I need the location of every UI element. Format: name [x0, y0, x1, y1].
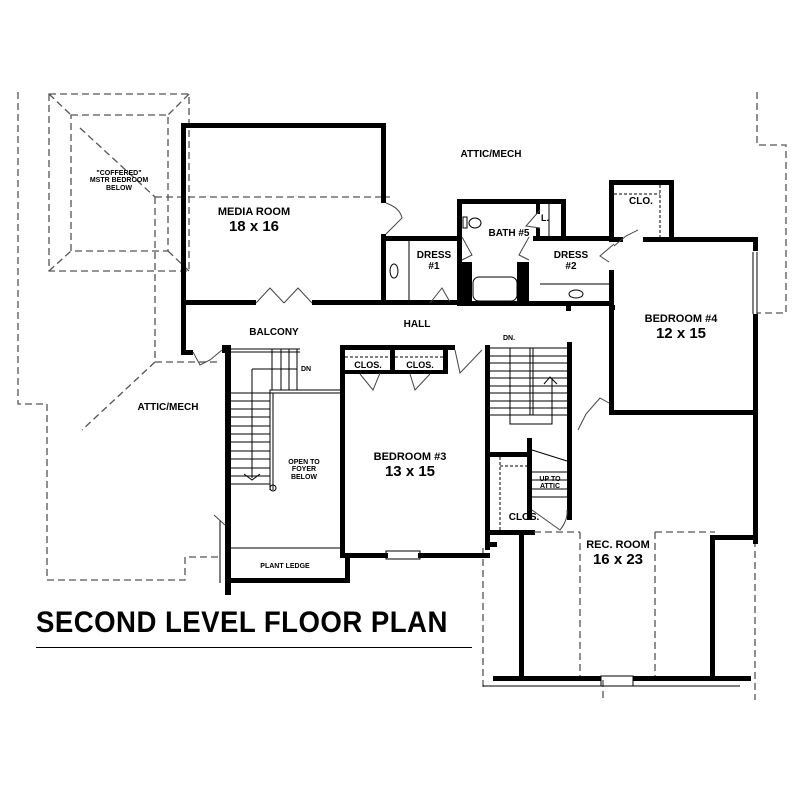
dress1-line2: #1: [428, 260, 440, 272]
up-to-attic-line1: UP TO: [539, 476, 561, 483]
media-room-dims: 18 x 16: [228, 217, 280, 235]
bedroom4-name: BEDROOM #4: [644, 313, 718, 325]
attic-boundary-outline: [17, 92, 787, 700]
bath-walls: [389, 199, 613, 311]
closet-bedroom4-label: CLO.: [629, 196, 653, 207]
hall-label: HALL: [403, 319, 431, 330]
up-to-attic-label: UP TO ATTIC: [539, 476, 560, 491]
closet-c-label: CLOS.: [508, 512, 540, 523]
bath5-label: BATH #5: [488, 228, 530, 239]
rec-room-walls: [483, 531, 758, 687]
stair-down-left-label: DN: [300, 366, 312, 373]
dress1-line1: DRESS: [416, 250, 452, 261]
bedroom3-walls: [340, 345, 497, 560]
linen-label: L.: [541, 213, 549, 223]
up-to-attic-line2: ATTIC: [539, 483, 561, 491]
dress2-line2: #2: [565, 260, 577, 272]
left-stair-walls: [219, 345, 350, 595]
bedroom3-label: BEDROOM #3 13 x 15: [373, 451, 447, 480]
stair-down-right-label: DN.: [502, 335, 516, 342]
attic-mech-top-label: ATTIC/MECH: [460, 149, 522, 160]
dress2-line1: DRESS: [553, 250, 589, 261]
plant-ledge-label: PLANT LEDGE: [260, 563, 310, 570]
door-swings: [192, 202, 639, 531]
dress2-label: DRESS #2: [553, 250, 589, 272]
rec-room-dims: 16 x 23: [592, 550, 644, 568]
coffered-line3: BELOW: [105, 184, 133, 192]
dress1-label: DRESS #1: [416, 250, 452, 272]
coffered-line1: "COFFERED": [96, 170, 142, 177]
open-to-foyer-line3: BELOW: [290, 473, 318, 481]
right-stair-walls: [490, 342, 572, 535]
media-room-label: MEDIA ROOM 18 x 16: [217, 206, 291, 235]
media-room-name: MEDIA ROOM: [217, 206, 291, 218]
open-to-foyer-line1: OPEN TO: [288, 459, 320, 466]
attic-mech-left-label: ATTIC/MECH: [137, 402, 199, 413]
open-to-foyer-label: OPEN TO FOYER BELOW: [288, 459, 319, 481]
closet-b-label: CLOS.: [406, 360, 434, 370]
plan-title: SECOND LEVEL FLOOR PLAN: [36, 606, 448, 639]
media-room-walls: [181, 123, 458, 355]
coffered-line2: MSTR BEDROOM: [89, 177, 149, 185]
open-to-foyer-line2: FOYER: [291, 466, 317, 474]
rec-room-label: REC. ROOM 16 x 23: [586, 539, 650, 568]
bedroom3-name: BEDROOM #3: [373, 451, 447, 463]
bedroom4-label: BEDROOM #4 12 x 15: [644, 313, 718, 342]
bedroom4-walls: [609, 180, 758, 544]
rec-room-name: REC. ROOM: [586, 539, 650, 551]
coffered-ceiling-label: "COFFERED" MSTR BEDROOM BELOW: [90, 170, 148, 192]
bedroom3-dims: 13 x 15: [384, 462, 436, 480]
closet-a-label: CLOS.: [354, 360, 382, 370]
title-underline: [36, 647, 472, 648]
bedroom4-dims: 12 x 15: [655, 324, 707, 342]
balcony-label: BALCONY: [249, 327, 299, 338]
